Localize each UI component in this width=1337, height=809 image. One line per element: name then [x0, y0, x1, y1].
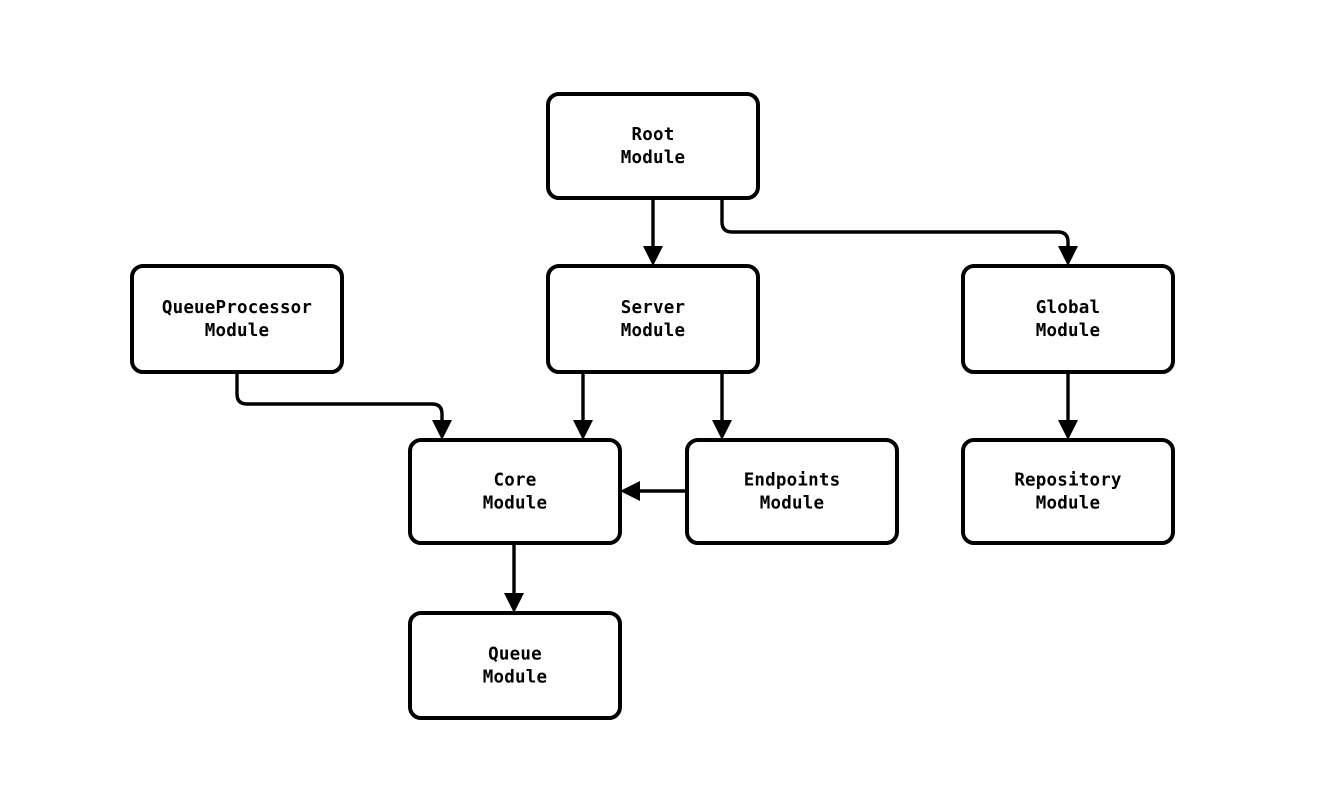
- node-box[interactable]: [408, 438, 622, 545]
- node-label-line1: Repository: [1014, 471, 1122, 491]
- arrow-head-icon: [432, 420, 452, 440]
- arrow-head-icon: [1058, 246, 1078, 266]
- edge-line: [235, 372, 444, 426]
- node-label-line2: Module: [483, 494, 547, 514]
- node-box[interactable]: [408, 611, 622, 720]
- edge-server-to-endpoints: [712, 372, 732, 440]
- nodes-layer: RootModuleQueueProcessorModuleServerModu…: [130, 92, 1175, 720]
- node-label-line1: Server: [621, 298, 685, 318]
- edge-server-to-core: [573, 372, 593, 440]
- edge-queueprocessor-to-core: [235, 372, 452, 440]
- node-label-line2: Module: [621, 321, 685, 341]
- edge-global-to-repository: [1058, 372, 1078, 440]
- node-box[interactable]: [685, 438, 899, 545]
- arrow-head-icon: [643, 246, 663, 266]
- edge-root-to-global: [720, 198, 1078, 266]
- node-label-line1: Endpoints: [744, 471, 841, 491]
- node-label-line1: Global: [1036, 298, 1100, 318]
- node-box[interactable]: [546, 92, 760, 200]
- node-label-line2: Module: [621, 148, 685, 168]
- arrow-head-icon: [620, 481, 640, 501]
- node-label-line1: QueueProcessor: [162, 298, 312, 318]
- arrow-head-icon: [1058, 420, 1078, 440]
- edge-line: [720, 198, 1070, 252]
- edge-root-to-server: [643, 198, 663, 266]
- node-label-line2: Module: [205, 321, 269, 341]
- edge-core-to-queue: [504, 543, 524, 613]
- node-box[interactable]: [961, 438, 1175, 545]
- edge-endpoints-to-core: [620, 481, 687, 501]
- node-label-line1: Core: [494, 471, 537, 491]
- node-box[interactable]: [961, 264, 1175, 374]
- edges-layer: [235, 198, 1078, 613]
- arrow-head-icon: [712, 420, 732, 440]
- node-label-line2: Module: [1036, 494, 1100, 514]
- node-label-line2: Module: [483, 668, 547, 688]
- node-label-line2: Module: [760, 494, 824, 514]
- node-label-line1: Queue: [488, 645, 542, 665]
- node-box[interactable]: [546, 264, 760, 374]
- arrow-head-icon: [504, 593, 524, 613]
- node-box[interactable]: [130, 264, 344, 374]
- node-label-line1: Root: [632, 125, 675, 145]
- arrow-head-icon: [573, 420, 593, 440]
- node-label-line2: Module: [1036, 321, 1100, 341]
